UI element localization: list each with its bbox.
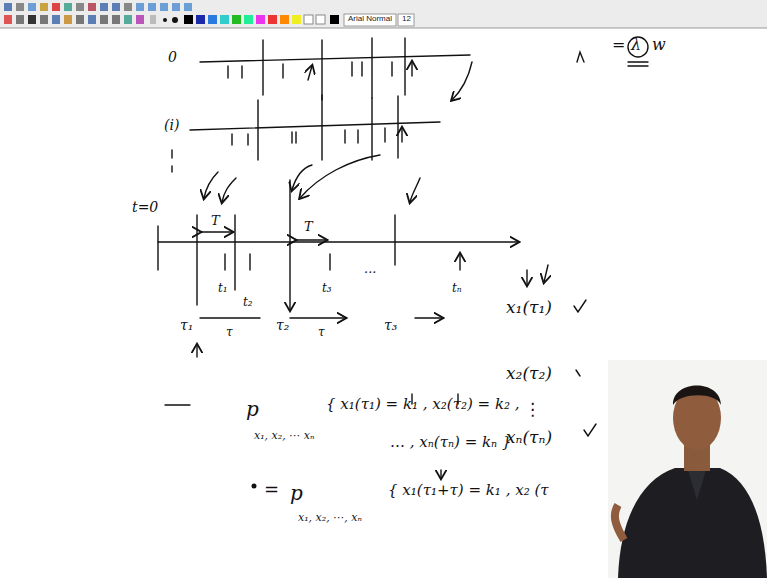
interval-label: τ	[318, 326, 325, 339]
presenter-video	[608, 360, 767, 578]
equation-sign: =	[264, 480, 279, 500]
shift-time: τ₃	[384, 318, 397, 333]
probability-subscript: x₁, x₂, ⋯ xₙ	[254, 430, 314, 442]
random-variable: x₂(τ₂)	[506, 364, 552, 383]
shift-time: τ₁	[180, 318, 193, 333]
arrival-time: tₙ	[452, 282, 462, 295]
arrival-time: t₃	[322, 282, 332, 295]
rate-symbol: λ	[631, 36, 641, 54]
interval-label: T	[304, 220, 313, 234]
interval-label: T	[211, 214, 220, 228]
shift-time: τ₂	[276, 318, 289, 333]
probability-event: { x₁(τ₁) = k₁ , x₂(τ₂) = k₂ ,	[326, 396, 520, 413]
toolbar-icons	[4, 3, 414, 26]
time-origin: t=0	[132, 200, 158, 215]
row-index: 0	[168, 50, 177, 65]
probability-event: … , xₙ(τₙ) = kₙ }	[390, 434, 512, 451]
toolbar	[0, 0, 767, 28]
random-variable: xₙ(τₙ)	[506, 428, 552, 447]
probability-event: { x₁(τ₁+τ) = k₁ , x₂ (τ	[388, 482, 549, 499]
interval-label: τ	[226, 326, 233, 339]
equation-sign: =	[612, 36, 625, 54]
timeline-sketch	[158, 37, 648, 488]
ellipsis: ⋮	[524, 400, 541, 419]
random-variable: x₁(τ₁)	[506, 298, 552, 317]
probability-subscript: x₁, x₂, ⋯, xₙ	[298, 512, 362, 524]
ellipsis: ...	[364, 262, 376, 276]
row-index: (i)	[164, 118, 179, 133]
toolbar-font-size: 12	[402, 15, 411, 24]
probability-symbol: p	[246, 398, 259, 420]
arrival-time: t₂	[243, 296, 253, 309]
toolbar-font-name: Arial Normal	[348, 15, 392, 24]
handwritten-symbol: w	[652, 36, 666, 54]
arrival-time: t₁	[218, 282, 228, 295]
probability-symbol: p	[290, 482, 303, 504]
